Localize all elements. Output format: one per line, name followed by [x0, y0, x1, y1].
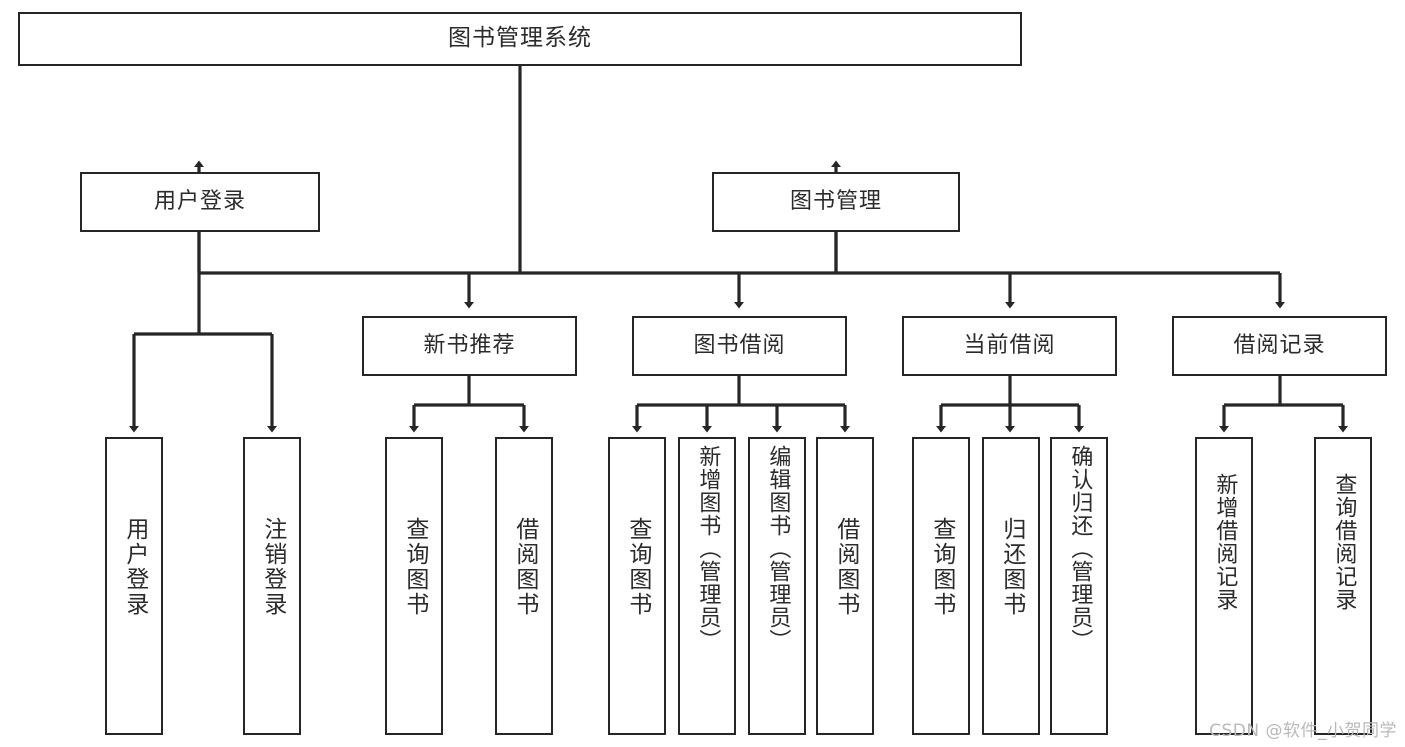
node-book-manage-label: 图书管理: [789, 188, 882, 214]
node-borrow-record-label: 借阅记录: [1233, 332, 1326, 358]
node-borrow-record[interactable]: 借阅记录: [1172, 316, 1387, 376]
node-new-book-rec[interactable]: 新书推荐: [362, 316, 577, 376]
leaf-confirm-return-label: 确认归还（管理员）: [1067, 445, 1093, 652]
leaf-add-book[interactable]: 新增图书（管理员）: [678, 437, 736, 735]
node-user-login-label: 用户登录: [153, 188, 246, 214]
node-current-borrow[interactable]: 当前借阅: [902, 316, 1117, 376]
node-user-login[interactable]: 用户登录: [80, 172, 320, 232]
node-root[interactable]: 图书管理系统: [18, 12, 1022, 66]
leaf-confirm-return[interactable]: 确认归还（管理员）: [1050, 437, 1108, 735]
node-book-borrow[interactable]: 图书借阅: [632, 316, 847, 376]
leaf-edit-book-label: 编辑图书（管理员）: [765, 445, 791, 652]
leaf-query-record-label: 查询借阅记录: [1331, 473, 1357, 611]
node-root-label: 图书管理系统: [448, 25, 592, 52]
leaf-borrow-book-1[interactable]: 借阅图书: [495, 437, 553, 735]
leaf-add-record[interactable]: 新增借阅记录: [1195, 437, 1253, 735]
leaf-logout-label: 注销登录: [259, 517, 286, 617]
leaf-query-book-2-label: 查询图书: [624, 517, 651, 617]
leaf-user-login[interactable]: 用户登录: [105, 437, 163, 735]
node-new-book-rec-label: 新书推荐: [423, 332, 516, 358]
leaf-return-book-label: 归还图书: [998, 517, 1025, 617]
leaf-query-record[interactable]: 查询借阅记录: [1314, 437, 1372, 735]
leaf-return-book[interactable]: 归还图书: [982, 437, 1040, 735]
node-book-borrow-label: 图书借阅: [693, 332, 786, 358]
node-book-manage[interactable]: 图书管理: [712, 172, 960, 232]
leaf-borrow-book-1-label: 借阅图书: [511, 517, 538, 617]
leaf-borrow-book-2-label: 借阅图书: [832, 517, 859, 617]
leaf-add-book-label: 新增图书（管理员）: [695, 445, 721, 652]
node-current-borrow-label: 当前借阅: [963, 332, 1056, 358]
leaf-add-record-label: 新增借阅记录: [1212, 473, 1238, 611]
leaf-query-book-2[interactable]: 查询图书: [608, 437, 666, 735]
leaf-query-book-1-label: 查询图书: [401, 517, 428, 617]
leaf-query-book-3[interactable]: 查询图书: [912, 437, 970, 735]
leaf-logout[interactable]: 注销登录: [243, 437, 301, 735]
leaf-borrow-book-2[interactable]: 借阅图书: [816, 437, 874, 735]
csdn-watermark: CSDN @软件_小贺同学: [1209, 721, 1397, 741]
leaf-edit-book[interactable]: 编辑图书（管理员）: [748, 437, 806, 735]
leaf-query-book-1[interactable]: 查询图书: [385, 437, 443, 735]
leaf-user-login-label: 用户登录: [121, 517, 148, 617]
leaf-query-book-3-label: 查询图书: [928, 517, 955, 617]
